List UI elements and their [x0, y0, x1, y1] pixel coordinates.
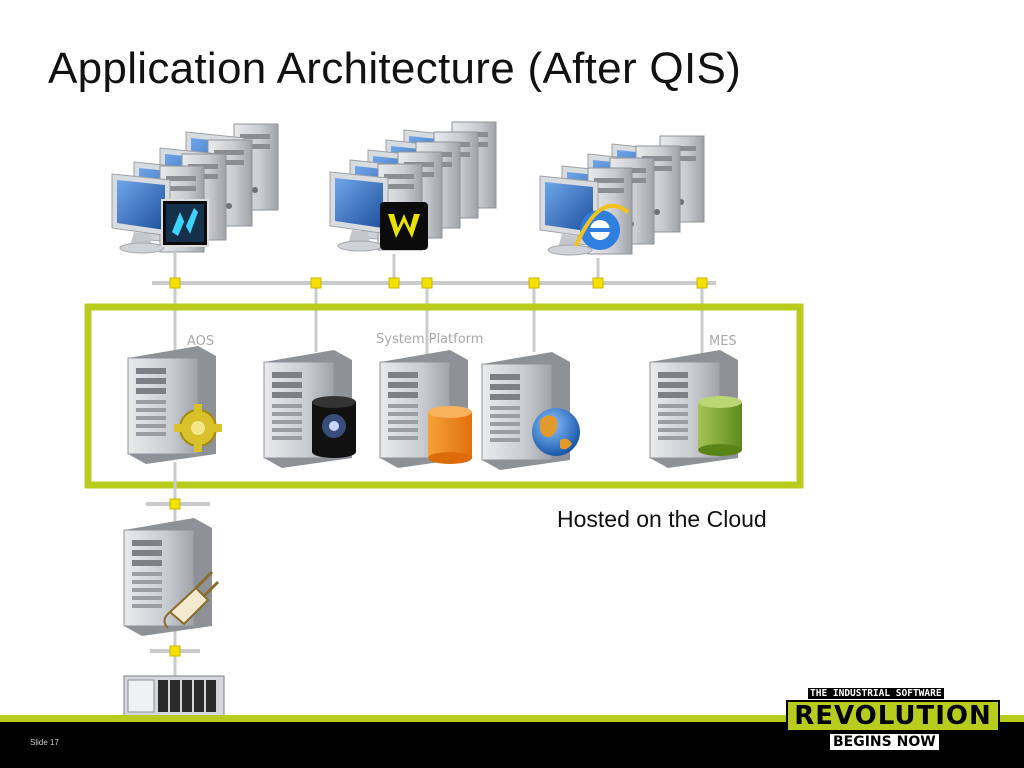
plc-rack	[123, 675, 225, 717]
footer-accent-stripe	[0, 715, 1024, 723]
io-network-link	[146, 462, 210, 680]
client-network-bus	[152, 250, 716, 358]
logo-wordmark: REVOLUTION	[786, 700, 1000, 732]
cloud-caption: Hosted on the Cloud	[557, 506, 767, 532]
plug-icon	[163, 570, 220, 629]
orange-database-icon	[428, 406, 472, 464]
aos-label: AOS	[187, 334, 215, 349]
system-platform-label: System Platform	[376, 332, 484, 347]
cloud-hosting-border	[84, 303, 804, 489]
slide-title: Application Architecture (After QIS)	[48, 44, 742, 93]
gear-icon	[174, 404, 222, 452]
bus-connectors	[169, 277, 708, 289]
wonderware-client-icon	[380, 202, 428, 250]
logo-tagline-top: THE INDUSTRIAL SOFTWARE	[808, 688, 944, 699]
internet-explorer-icon	[574, 203, 630, 250]
slide-number: Slide 17	[30, 738, 59, 747]
client-workstations-3	[539, 135, 705, 256]
globe-icon	[532, 408, 580, 456]
historian-database-icon	[312, 396, 356, 458]
logo-tagline-bottom: BEGINS NOW	[830, 734, 939, 750]
io-server	[123, 517, 213, 637]
revolution-logo: THE INDUSTRIAL SOFTWARE REVOLUTION BEGIN…	[786, 688, 1000, 752]
mes-label: MES	[709, 334, 737, 349]
green-database-icon	[698, 396, 742, 456]
intouch-client-icon	[161, 199, 209, 247]
